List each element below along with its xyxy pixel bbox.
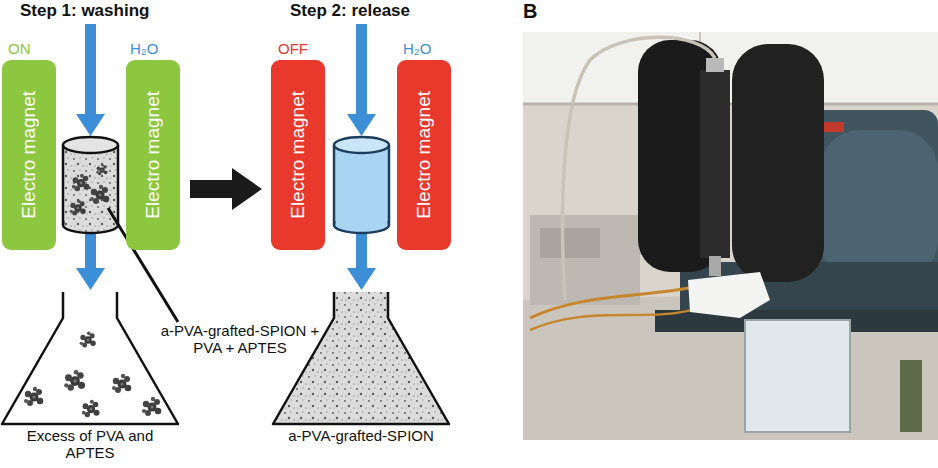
collection-flask: Excess of PVA and APTES xyxy=(0,290,180,466)
flask-outline xyxy=(271,290,451,427)
state-label: H₂O xyxy=(403,40,453,57)
magnet-label: Electro magnet xyxy=(413,91,435,219)
magnet-label: Electro magnet xyxy=(287,91,309,219)
flask-caption: Excess of PVA and APTES xyxy=(0,428,180,462)
flask-outline xyxy=(0,290,180,427)
column-step2 xyxy=(334,137,389,233)
flask-caption-box: a-PVA-grafted-SPION xyxy=(271,428,451,445)
state-label: H₂O xyxy=(130,40,180,57)
electromagnet: Electro magnet xyxy=(2,60,56,250)
flask-shape xyxy=(2,292,178,424)
callout-label: a-PVA-grafted-SPION + PVA + APTES xyxy=(160,322,320,357)
column-step1 xyxy=(63,137,118,233)
magnet-label: Electro magnet xyxy=(18,91,40,219)
collection-flask: a-PVA-grafted-SPION xyxy=(271,290,451,466)
electromagnet: Electro magnet xyxy=(126,60,180,250)
magnet-label: Electro magnet xyxy=(142,91,164,219)
panel-letter: B xyxy=(523,0,553,23)
flask-caption-box: Excess of PVA and APTES xyxy=(0,428,180,462)
flask-shape xyxy=(273,292,449,424)
step-title: Step 2: release xyxy=(290,1,460,21)
electromagnet: Electro magnet xyxy=(397,60,451,250)
state-label: OFF xyxy=(278,40,328,57)
flow-arrow xyxy=(76,24,376,290)
state-label: ON xyxy=(8,40,48,57)
apparatus-photo xyxy=(523,32,938,440)
step-title: Step 1: washing xyxy=(20,1,190,21)
pva-aggregates xyxy=(24,332,161,418)
electromagnet: Electro magnet xyxy=(271,60,325,250)
flask-caption: a-PVA-grafted-SPION xyxy=(271,428,451,445)
transition-arrow xyxy=(190,168,262,210)
